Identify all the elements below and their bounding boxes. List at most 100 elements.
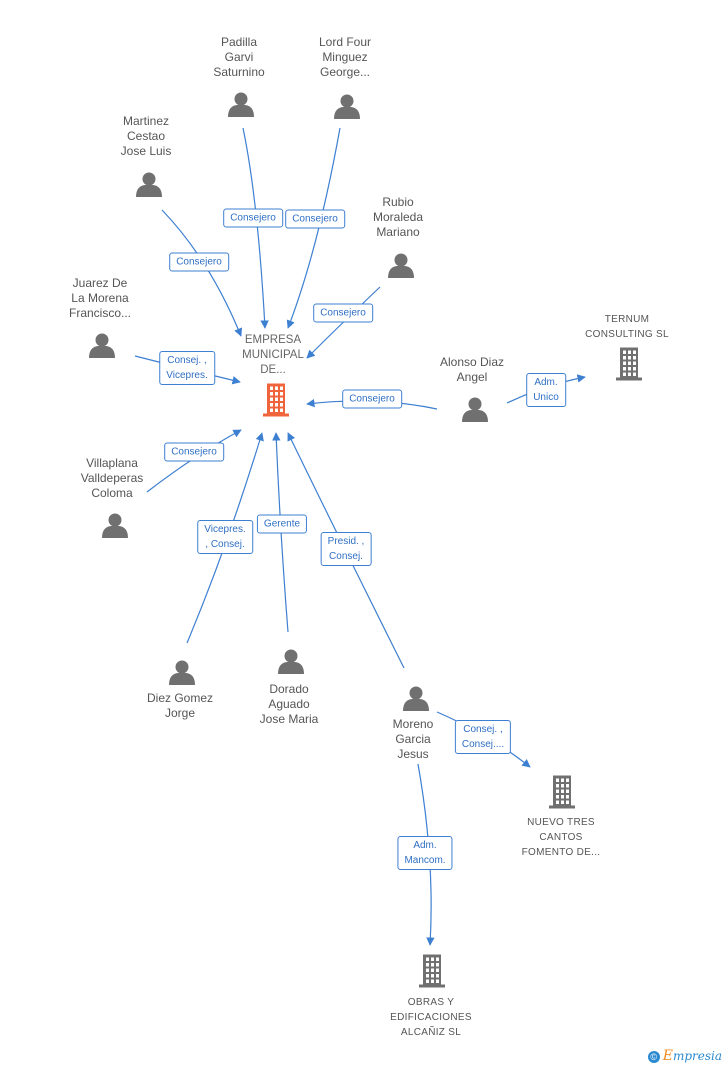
person-icon-martinez[interactable] [136, 172, 162, 198]
edge-label-moreno-nuevo[interactable]: Consej. , Consej.... [454, 720, 512, 754]
brand-logo: ©Empresia [647, 1048, 722, 1064]
edge-label-line: Adm. [534, 377, 558, 388]
edge-label-padilla-main[interactable]: Consejero [223, 208, 283, 228]
edge-label-rubio-main[interactable]: Consejero [313, 303, 373, 323]
person-icon-rubio[interactable] [388, 253, 414, 279]
edge-label-line: Consej. , [463, 724, 503, 735]
node-label-main[interactable]: EMPRESA MUNICIPAL DE... [242, 333, 304, 378]
node-label-line: MUNICIPAL [242, 349, 304, 361]
edge-label-line: Presid. , [327, 536, 365, 547]
node-label-line: Dorado [269, 682, 309, 696]
node-label-line: OBRAS Y [407, 997, 455, 1008]
node-label-line: Jesus [397, 747, 429, 761]
edge-label-line: Mancom. [404, 855, 446, 866]
edge-label-line: Consejero [349, 393, 395, 405]
edge-label-line: , Consej. [205, 539, 245, 550]
person-icon-alonso[interactable] [462, 397, 488, 423]
edge-label-line: Consej.... [461, 739, 505, 750]
node-label-line: Garvi [224, 50, 254, 64]
node-label-line: Mariano [376, 225, 420, 239]
node-label-line: Juarez De [72, 276, 128, 290]
building-icon-ternum[interactable] [616, 347, 642, 381]
edge-label-moreno-obras[interactable]: Adm. Mancom. [397, 836, 453, 870]
edge-label-alonso-ternum[interactable]: Adm. Unico [526, 373, 566, 407]
building-icon-nuevo[interactable] [549, 775, 575, 809]
node-label-line: Jose Maria [259, 712, 319, 726]
node-label-line: Padilla [220, 35, 258, 49]
node-label-line: FOMENTO DE... [521, 847, 601, 858]
node-label-line: TERNUM [604, 314, 650, 325]
node-label-line: Diez Gomez [146, 691, 214, 705]
person-icon-dorado[interactable] [278, 649, 304, 675]
node-label-line: Garcia [395, 732, 431, 746]
node-label-line: Villaplana [86, 456, 138, 470]
copyright-icon: © [647, 1050, 660, 1063]
node-label-line: Aguado [268, 697, 310, 711]
edge-label-juarez-main[interactable]: Consej. ,Vicepres. [159, 351, 215, 385]
node-label-line: Angel [456, 370, 488, 384]
person-icon-moreno[interactable] [403, 686, 429, 712]
edge-label-line: Consejero [320, 307, 366, 319]
person-icon-padilla[interactable] [228, 92, 254, 118]
node-label-line: Coloma [91, 486, 133, 500]
node-label-line: Moreno [392, 717, 434, 731]
node-label-line: CONSULTING SL [585, 329, 669, 340]
node-label-line: Lord Four [318, 35, 372, 49]
node-label-nuevo[interactable]: NUEVO TRES CANTOS FOMENTO DE... [522, 815, 601, 860]
node-label-line: Rubio [382, 195, 414, 209]
person-icon-diez[interactable] [169, 660, 195, 686]
person-icon-juarez[interactable] [89, 333, 115, 359]
node-label-line: Francisco... [68, 306, 132, 320]
edge-label-line: Unico [533, 392, 559, 403]
person-icon-villaplana[interactable] [102, 513, 128, 539]
edge-lordfour-to-main [286, 127, 341, 329]
edge-label-moreno-main[interactable]: Presid. , Consej. [320, 532, 372, 566]
node-label-ternum[interactable]: TERNUM CONSULTING SL [585, 312, 669, 342]
node-label-line: Minguez [322, 50, 368, 64]
node-label-line: Alonso Diaz [439, 355, 505, 369]
edge-padilla-to-main [242, 127, 269, 329]
node-label-line: La Morena [71, 291, 129, 305]
edge-label-dorado-main[interactable]: Gerente [256, 514, 308, 534]
edge-label-martinez-main[interactable]: Consejero [169, 252, 229, 272]
edge-label-line: Consejero [176, 256, 222, 268]
edge-label-line: Adm. [413, 840, 437, 851]
node-label-line: DE... [260, 364, 286, 376]
person-icon-lordfour[interactable] [334, 94, 360, 120]
building-icon-main[interactable] [263, 383, 289, 417]
edge-label-line: Vicepres. [204, 524, 246, 535]
node-label-line: Moraleda [372, 210, 424, 224]
edge-label-line: Consejero [292, 213, 338, 225]
node-label-obras[interactable]: OBRAS Y EDIFICACIONES ALCAÑIZ SL [390, 995, 472, 1040]
node-label-line: Jorge [164, 706, 196, 720]
edge-label-alonso-main[interactable]: Consejero [342, 389, 402, 409]
node-label-line: George... [319, 65, 371, 79]
edge-label-line: Gerente [263, 518, 301, 530]
edge-label-line: Vicepres. [166, 370, 208, 381]
node-label-line: ALCAÑIZ SL [400, 1027, 462, 1038]
node-label-line: Jose Luis [120, 144, 172, 158]
edge-label-line: Consejero [171, 446, 217, 458]
node-label-line: EMPRESA [244, 334, 302, 346]
edge-label-line: Consejero [230, 212, 276, 224]
edge-label-diez-main[interactable]: Vicepres. , Consej. [197, 520, 253, 554]
node-label-line: CANTOS [539, 832, 583, 843]
node-label-line: Martinez [122, 114, 170, 128]
edge-martinez-to-main [161, 209, 243, 337]
edge-label-line: Consej. [329, 551, 363, 562]
node-label-line: EDIFICACIONES [390, 1012, 472, 1023]
node-label-line: NUEVO TRES [527, 817, 595, 828]
edge-label-lordfour-main[interactable]: Consejero [285, 209, 345, 229]
edge-label-villaplana-main[interactable]: Consejero [164, 442, 224, 462]
building-icon-obras[interactable] [419, 954, 445, 988]
